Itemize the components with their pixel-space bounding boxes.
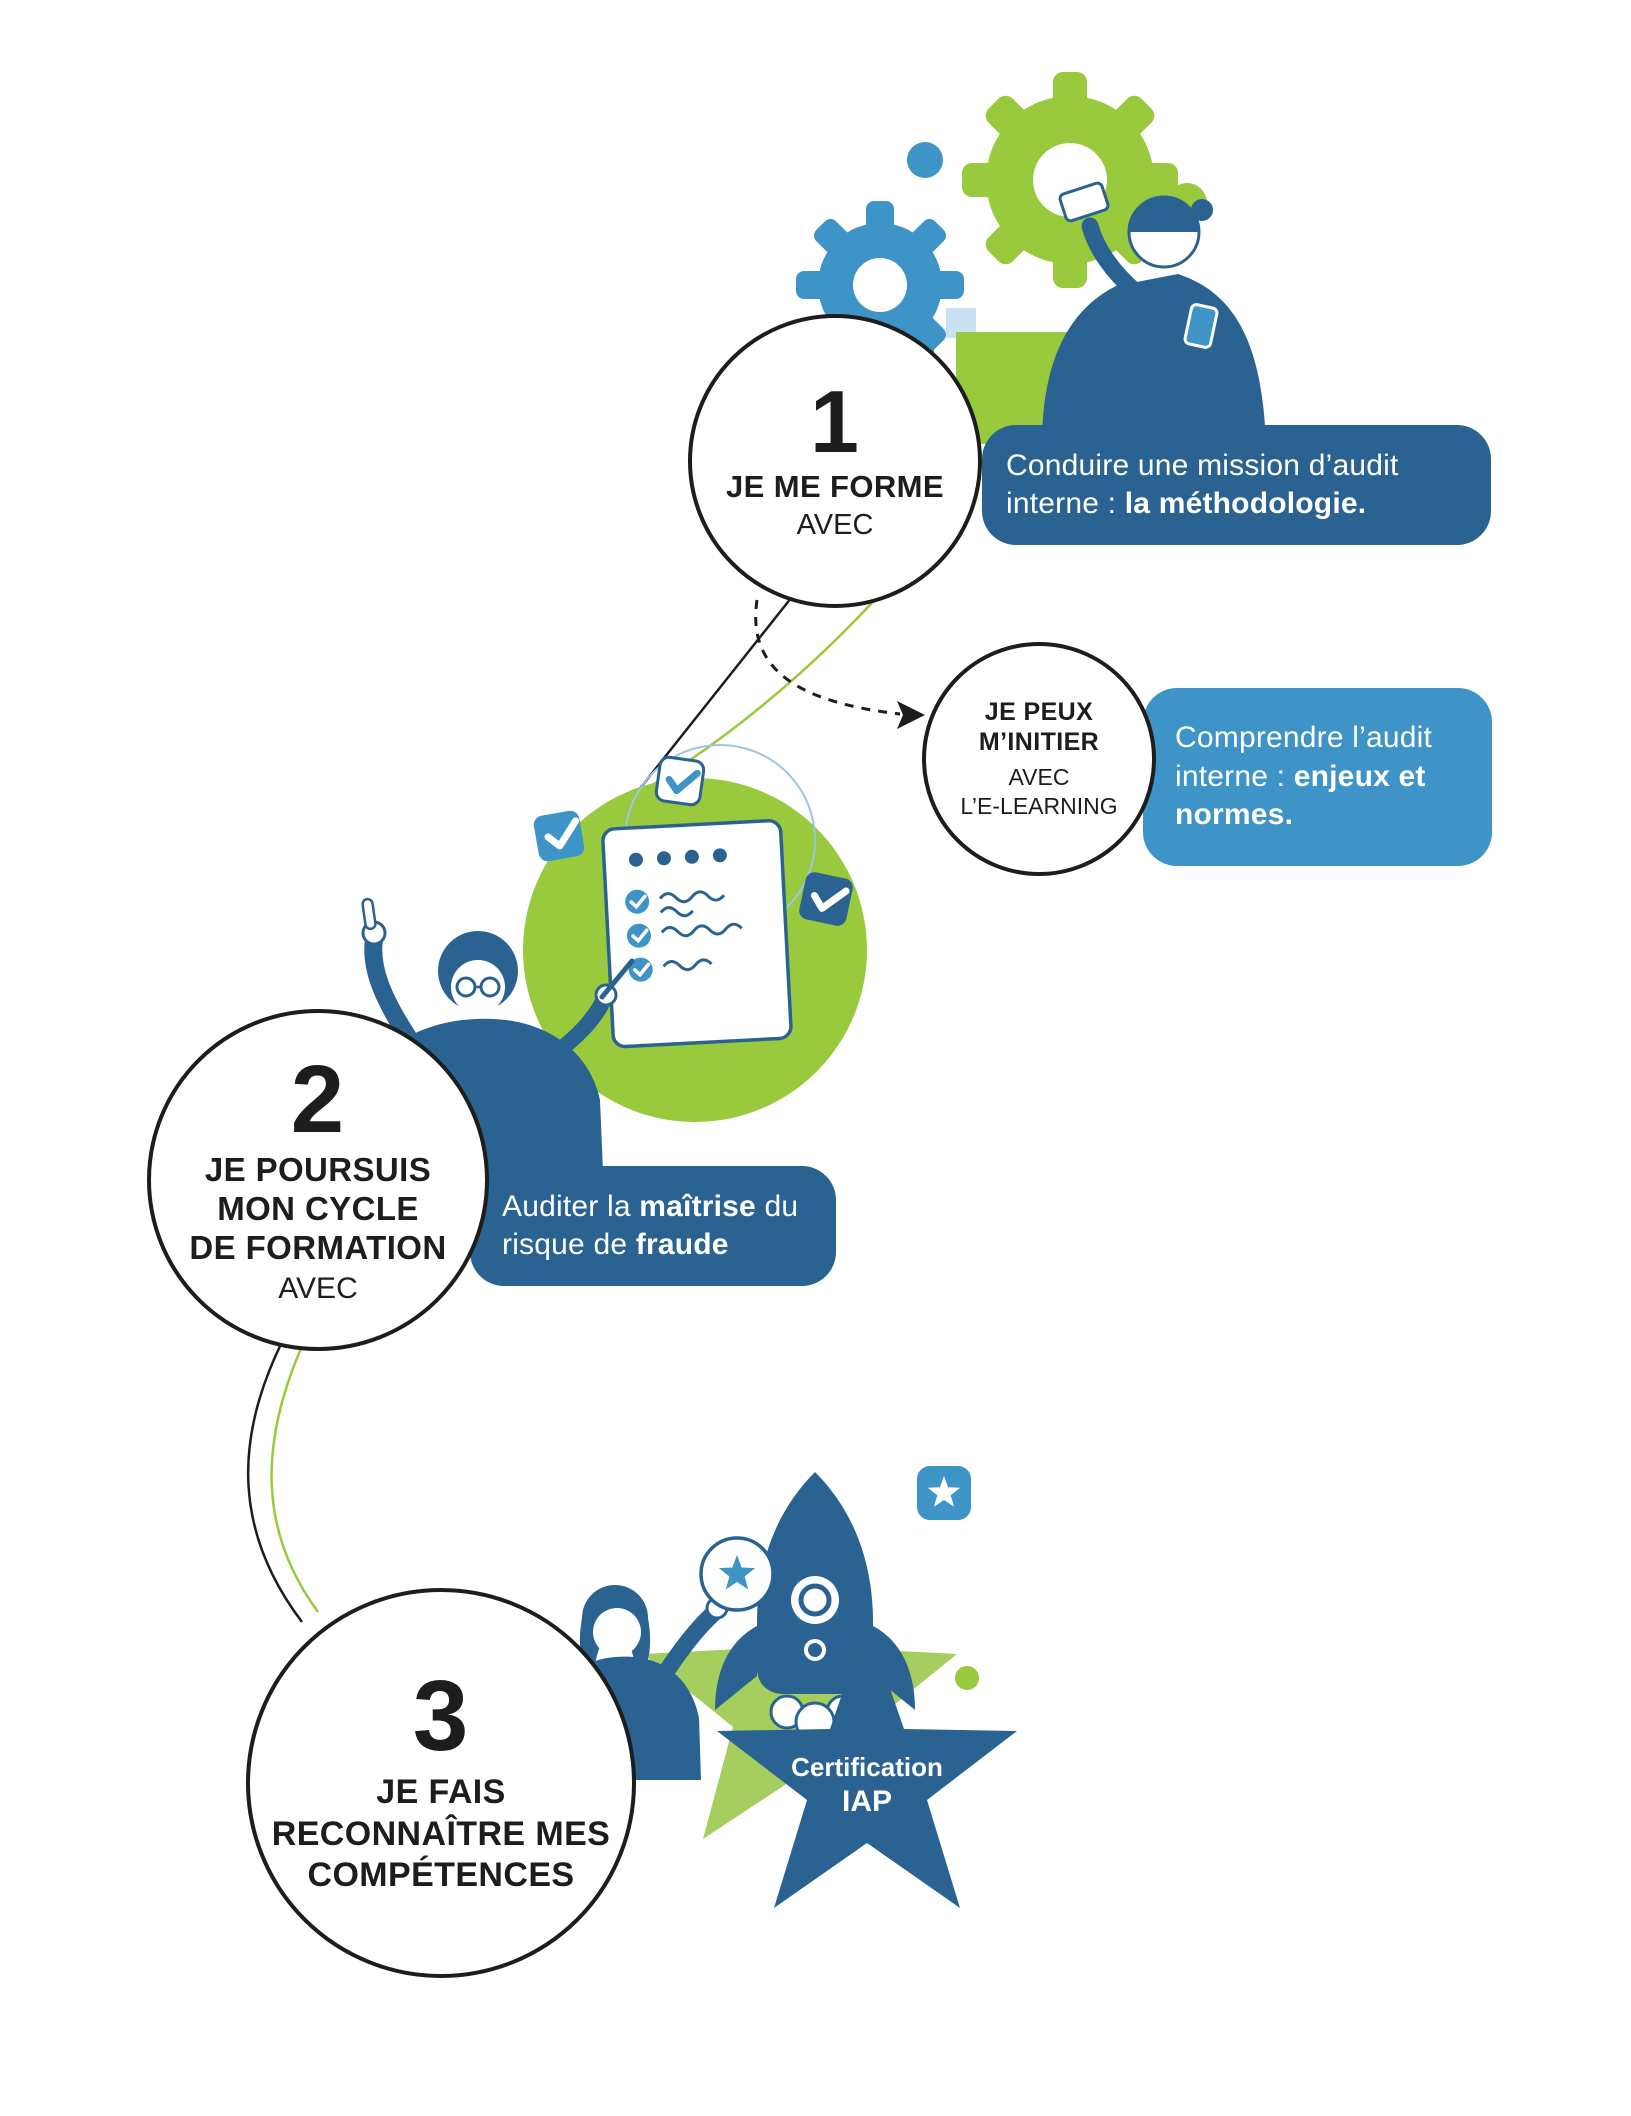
checkbox-blue-icon xyxy=(533,810,585,862)
step1-pill: Conduire une mission d’audit interne : l… xyxy=(982,425,1491,545)
step2-pill-text: Auditer la maîtrise du risque de fraude xyxy=(502,1189,799,1261)
dashed-arrow xyxy=(754,599,901,716)
step1-subtitle: AVEC xyxy=(796,509,874,542)
pen-icon xyxy=(599,958,635,1000)
step2-title-line: JE POURSUIS xyxy=(204,1151,432,1189)
checkbox-dark-icon xyxy=(799,872,853,926)
star-medal-icon xyxy=(699,1536,775,1612)
elearning-title-line: M’INITIER xyxy=(978,727,1100,756)
dot-blue-icon xyxy=(907,142,943,178)
step3-title-line: COMPÉTENCES xyxy=(307,1856,575,1895)
elearning-pill-text: Comprendre l’audit interne : enjeux et n… xyxy=(1175,721,1433,832)
dot-green-icon xyxy=(955,1666,979,1690)
step3-title: JE FAIS RECONNAÎTRE MES COMPÉTENCES xyxy=(272,1772,610,1896)
step2-number: 2 xyxy=(290,1046,346,1153)
step1-number: 1 xyxy=(810,371,860,471)
step3-circle: 3 JE FAIS RECONNAÎTRE MES COMPÉTENCES xyxy=(246,1588,636,1978)
elearning-circle: JE PEUX M’INITIER AVEC L’E-LEARNING xyxy=(922,642,1156,876)
elearning-subtitle2: L’E-LEARNING xyxy=(960,792,1118,819)
step2-title-line: DE FORMATION xyxy=(189,1229,447,1267)
elearning-pill: Comprendre l’audit interne : enjeux et n… xyxy=(1143,688,1492,866)
step2-title-line: MON CYCLE xyxy=(217,1190,419,1228)
elearning-title-line: JE PEUX xyxy=(984,698,1094,727)
step1-title: JE ME FORME xyxy=(726,469,944,505)
dot-green-small-icon xyxy=(740,1045,780,1085)
step2-pill: Auditer la maîtrise du risque de fraude xyxy=(470,1166,836,1286)
connector-line-black-top xyxy=(625,582,804,807)
checkbox-white-icon xyxy=(654,755,706,807)
phone-icon xyxy=(1183,303,1219,349)
connector-curve-green-bottom xyxy=(270,1345,320,1613)
badge-line1: Certification xyxy=(791,1752,943,1782)
step2-circle: 2 JE POURSUIS MON CYCLE DE FORMATION AVE… xyxy=(147,1009,489,1351)
step1-pill-text: Conduire une mission d’audit interne : l… xyxy=(1006,448,1399,520)
step2-title: JE POURSUIS MON CYCLE DE FORMATION xyxy=(189,1151,446,1268)
star-square-blue-icon xyxy=(917,1466,971,1520)
step3-number: 3 xyxy=(412,1660,470,1773)
card-icon xyxy=(1058,181,1110,223)
certification-badge-label: Certification IAP xyxy=(767,1752,967,1819)
step1-circle: 1 JE ME FORME AVEC xyxy=(688,314,982,608)
woman-with-card xyxy=(1042,181,1266,444)
step3-title-line: RECONNAÎTRE MES xyxy=(271,1814,611,1853)
checklist-icon xyxy=(601,818,793,1049)
dashed-arrow-head-icon xyxy=(897,701,925,729)
gear-green-icon xyxy=(962,72,1178,288)
elearning-subtitle1: AVEC xyxy=(1008,764,1070,791)
certification-star-badge-icon xyxy=(717,1622,1017,1908)
badge-line2: IAP xyxy=(841,1785,892,1818)
elearning-title: JE PEUX M’INITIER xyxy=(979,698,1099,757)
step3-title-line: JE FAIS xyxy=(376,1773,506,1812)
step2-subtitle: AVEC xyxy=(278,1272,358,1305)
connector-curve-black-bottom xyxy=(246,1341,303,1623)
